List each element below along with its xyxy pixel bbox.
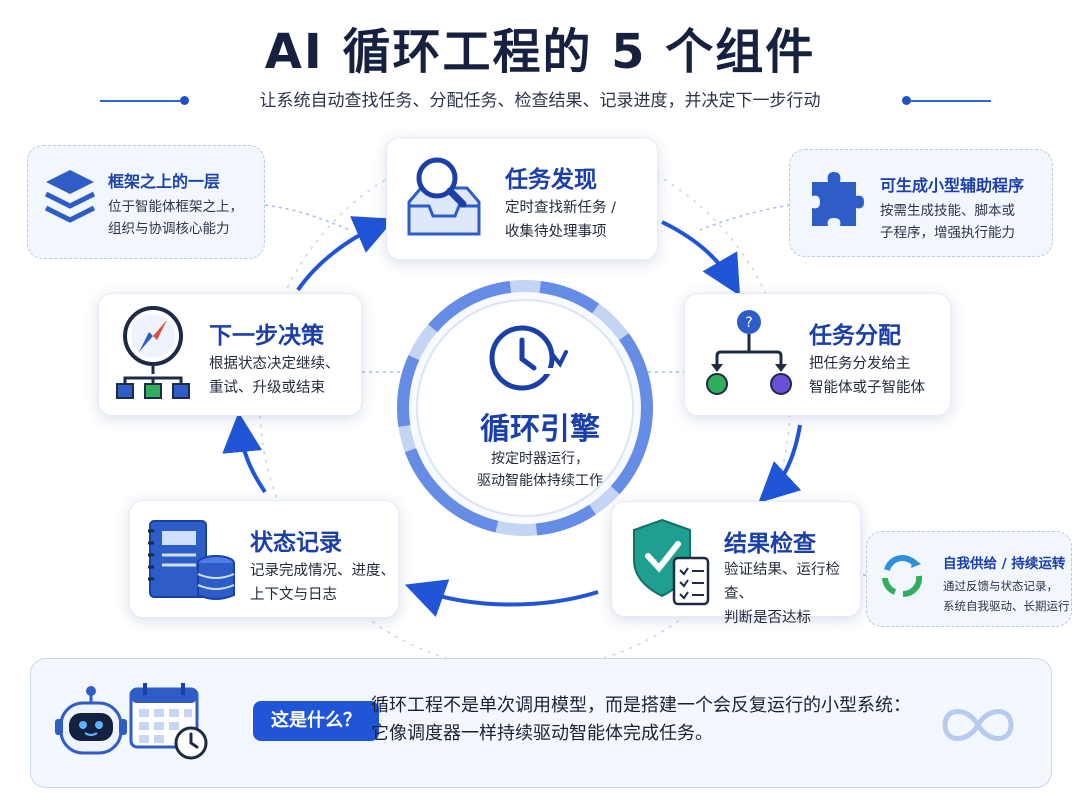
- result-check-title: 结果检查: [724, 531, 816, 557]
- robot-icon: [55, 686, 127, 755]
- result-check-line2: 判断是否达标: [724, 610, 811, 626]
- explanation-text: 循环工程不是单次调用模型，而是搭建一个会反复运行的小型系统： 它像调度器一样持续…: [371, 692, 931, 748]
- framework-title: 框架之上的一层: [108, 172, 221, 191]
- arrow-record-to-decide: [222, 412, 267, 494]
- search-inbox-icon: [407, 157, 481, 236]
- recycle-arrows-icon: [882, 555, 923, 598]
- helpers-title: 可生成小型辅助程序: [880, 176, 1025, 195]
- shield-check-icon: [633, 518, 710, 606]
- card-state-record: 状态记录 记录完成情况、进度、 上下文与日志: [129, 500, 399, 618]
- self-supply-line1: 通过反馈与状态记录，: [943, 579, 1058, 593]
- helpers-desc: 按需生成技能、脚本或 子程序，增强执行能力: [880, 200, 1015, 244]
- self-supply-desc: 通过反馈与状态记录， 系统自我驱动、长期运行: [943, 576, 1070, 616]
- center-ring-inner: [416, 299, 634, 517]
- self-supply-line2: 系统自我驱动、长期运行: [943, 599, 1070, 613]
- card-task-assignment: ? 任务分配 把任务分发给主 智能体或子智能体: [684, 293, 951, 416]
- explanation-line1: 循环工程不是单次调用模型，而是搭建一个会反复运行的小型系统：: [371, 695, 911, 716]
- task-discovery-desc: 定时查找新任务 / 收集待处理事项: [505, 196, 616, 244]
- connector-framework: [264, 204, 351, 231]
- next-decision-title: 下一步决策: [209, 323, 324, 349]
- explanation-line2: 它像调度器一样持续驱动智能体完成任务。: [371, 723, 713, 744]
- next-decision-line2: 重试、升级或结束: [209, 380, 325, 396]
- task-discovery-line2: 收集待处理事项: [505, 224, 607, 240]
- right-deco-line: [911, 100, 991, 102]
- notebook-database-icon: [148, 520, 235, 600]
- state-record-desc: 记录完成情况、进度、 上下文与日志: [250, 559, 395, 607]
- clock-cycle-icon: [489, 325, 568, 391]
- task-assignment-desc: 把任务分发给主 智能体或子智能体: [809, 352, 925, 400]
- engine-desc: 按定时器运行， 驱动智能体持续工作: [420, 448, 660, 492]
- right-deco-dot: [902, 96, 911, 105]
- task-discovery-title: 任务发现: [505, 167, 597, 193]
- framework-line2: 组织与协调核心能力: [108, 221, 230, 237]
- engine-desc-line1: 按定时器运行，: [491, 451, 589, 467]
- left-deco-line: [100, 100, 180, 102]
- task-assignment-line1: 把任务分发给主: [809, 356, 911, 372]
- engine-desc-line2: 驱动智能体持续工作: [477, 473, 603, 489]
- clock-icon: [174, 726, 208, 760]
- engine-title: 循环引擎: [480, 412, 600, 447]
- center-ring-accent: [397, 280, 653, 536]
- card-task-discovery: 任务发现 定时查找新任务 / 收集待处理事项: [386, 137, 658, 260]
- next-decision-desc: 根据状态决定继续、 重试、升级或结束: [209, 352, 340, 400]
- arrow-discover-to-assign: [661, 220, 741, 296]
- framework-desc: 位于智能体框架之上， 组织与协调核心能力: [108, 196, 243, 240]
- self-supply-title: 自我供给 / 持续运转: [943, 556, 1066, 572]
- state-record-line2: 上下文与日志: [250, 587, 337, 603]
- left-deco-dot: [180, 96, 189, 105]
- page-subtitle: 让系统自动查找任务、分配任务、检查结果、记录进度，并决定下一步行动: [259, 91, 821, 111]
- subtitle-row: 让系统自动查找任务、分配任务、检查结果、记录进度，并决定下一步行动: [0, 86, 1080, 116]
- branch-icon: ?: [706, 310, 792, 395]
- side-note-self-supply: 自我供给 / 持续运转 通过反馈与状态记录， 系统自我驱动、长期运行: [866, 531, 1072, 627]
- layers-icon: [44, 170, 96, 223]
- state-record-line1: 记录完成情况、进度、: [250, 563, 395, 579]
- task-assignment-title: 任务分配: [809, 323, 901, 349]
- arrow-check-to-record: [404, 579, 599, 617]
- arrow-assign-to-check: [758, 424, 802, 503]
- next-decision-line1: 根据状态决定继续、: [209, 356, 340, 372]
- bottom-explanation: 这是什么？ 循环工程不是单次调用模型，而是搭建一个会反复运行的小型系统： 它像调…: [30, 658, 1052, 788]
- infinity-icon: [942, 709, 1014, 741]
- helpers-line2: 子程序，增强执行能力: [880, 225, 1015, 241]
- what-is-this-badge: 这是什么？: [253, 701, 379, 741]
- arrow-decide-to-discover: [296, 216, 395, 292]
- page-title: AI 循环工程的 5 个组件: [264, 24, 816, 80]
- side-note-helpers: 可生成小型辅助程序 按需生成技能、脚本或 子程序，增强执行能力: [789, 149, 1053, 257]
- result-check-line1: 验证结果、运行检查、: [724, 562, 840, 602]
- result-check-desc: 验证结果、运行检查、 判断是否达标: [724, 558, 860, 630]
- card-next-decision: 下一步决策 根据状态决定继续、 重试、升级或结束: [98, 293, 362, 416]
- compass-flow-icon: [116, 306, 190, 399]
- task-discovery-line1: 定时查找新任务 /: [505, 200, 616, 216]
- side-note-framework: 框架之上的一层 位于智能体框架之上， 组织与协调核心能力: [27, 145, 265, 259]
- card-result-check: 结果检查 验证结果、运行检查、 判断是否达标: [611, 501, 861, 626]
- svg-text:?: ?: [745, 315, 752, 331]
- framework-line1: 位于智能体框架之上，: [108, 199, 243, 215]
- puzzle-icon: [812, 172, 864, 226]
- state-record-title: 状态记录: [250, 530, 342, 556]
- task-assignment-line2: 智能体或子智能体: [809, 380, 925, 396]
- helpers-line1: 按需生成技能、脚本或: [880, 203, 1015, 219]
- connector-helpers: [699, 204, 791, 231]
